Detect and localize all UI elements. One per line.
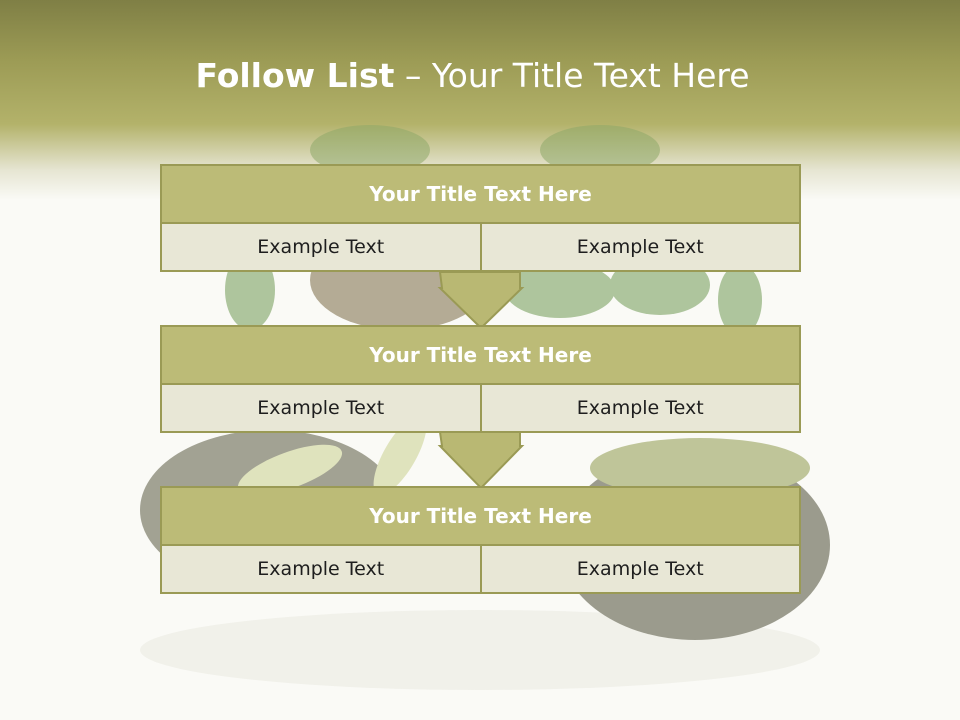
block-cell-left: Example Text bbox=[162, 546, 480, 592]
block-cell-left: Example Text bbox=[162, 385, 480, 431]
block-title: Your Title Text Here bbox=[162, 327, 799, 385]
block-title: Your Title Text Here bbox=[162, 488, 799, 546]
page-title-rest: – Your Title Text Here bbox=[394, 56, 750, 95]
block-cell-left: Example Text bbox=[162, 224, 480, 270]
block-row: Example Text Example Text bbox=[162, 546, 799, 592]
block-cell-right: Example Text bbox=[479, 224, 799, 270]
page-title-bold: Follow List bbox=[195, 56, 395, 95]
block-cell-right: Example Text bbox=[479, 385, 799, 431]
page-title: Follow List – Your Title Text Here bbox=[0, 56, 945, 95]
list-block-3: Your Title Text Here Example Text Exampl… bbox=[160, 486, 801, 594]
block-title: Your Title Text Here bbox=[162, 166, 799, 224]
block-row: Example Text Example Text bbox=[162, 385, 799, 431]
block-cell-right: Example Text bbox=[479, 546, 799, 592]
list-block-2: Your Title Text Here Example Text Exampl… bbox=[160, 325, 801, 433]
list-block-1: Your Title Text Here Example Text Exampl… bbox=[160, 164, 801, 272]
block-row: Example Text Example Text bbox=[162, 224, 799, 270]
